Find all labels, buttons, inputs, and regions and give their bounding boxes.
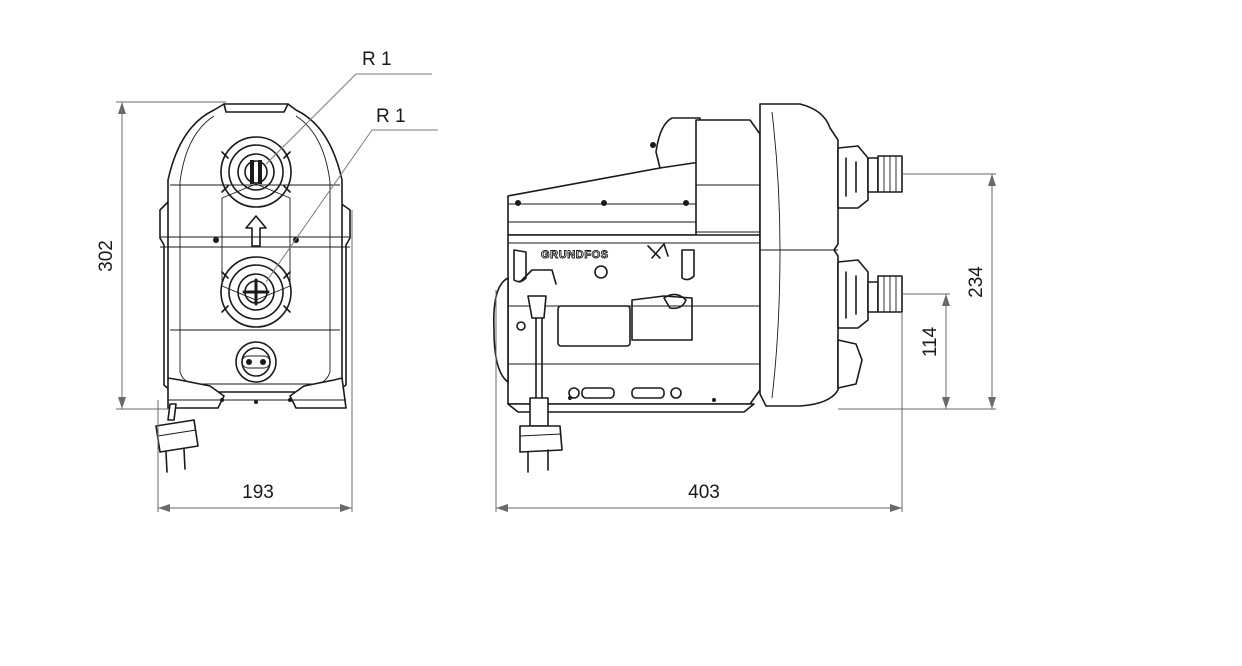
dimension-lines [116,101,996,512]
thread-leaders [265,73,438,283]
drain-plug [235,341,277,383]
thread-label-top: R 1 [362,49,392,70]
thread-label-bottom: R 1 [376,106,406,127]
flow-arrow-icon [245,215,267,247]
side-power-plug-icon [519,269,563,473]
dim-front-height: 302 [96,240,117,272]
power-plug-icon [155,403,199,473]
brand-mark-icon [647,243,669,259]
dim-front-width: 193 [242,482,274,503]
side-view: GRUNDFOS [492,103,903,473]
upper-port [220,136,292,208]
brand-logo: GRUNDFOS [541,249,609,261]
dim-upper-port-height: 234 [966,266,987,298]
front-view [155,73,438,473]
lower-port [220,256,292,328]
dim-lower-port-height: 114 [920,326,941,357]
dim-side-length: 403 [688,482,720,503]
